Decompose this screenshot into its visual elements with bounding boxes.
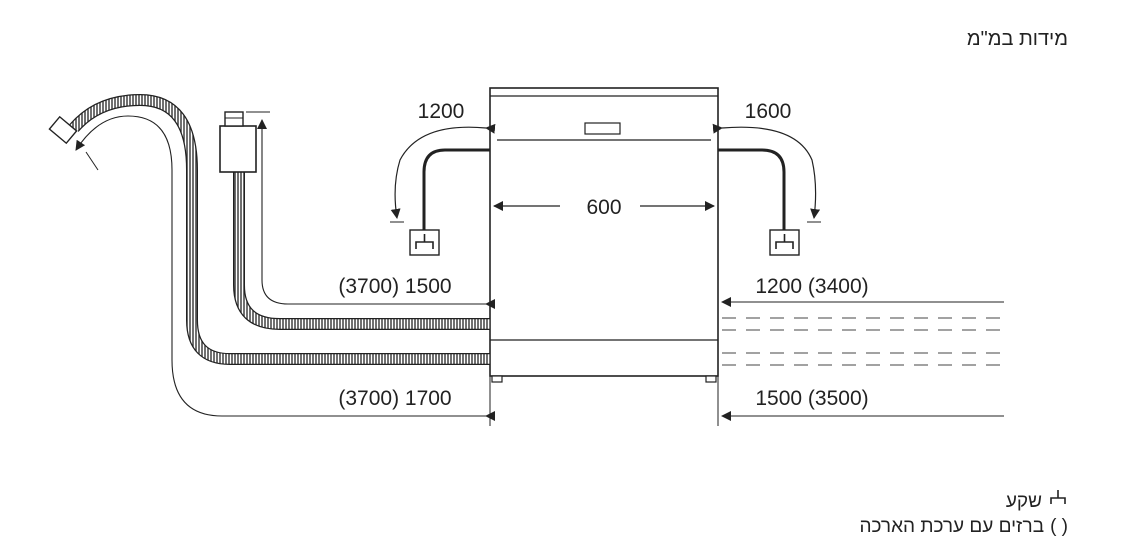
aquastop-connector — [224, 111, 244, 127]
right-foot — [705, 375, 717, 383]
legend-socket-row: שקע — [859, 488, 1068, 515]
left-upper-hose-label: (3700) 1500 — [338, 275, 451, 298]
dishwasher-body — [489, 87, 719, 377]
left-socket-icon — [409, 229, 440, 256]
right-connection-pipe — [718, 148, 786, 230]
legend-socket-label: שקע — [1005, 490, 1042, 512]
right-hose-continuation — [722, 317, 1004, 366]
dishwasher — [489, 87, 719, 383]
right-reach-arrow — [712, 123, 821, 219]
unit-title: מידות במ"מ — [966, 28, 1068, 50]
right-socket-icon — [769, 229, 800, 256]
legend-paren-row: ( ) ברזים עם ערכת הארכה — [859, 515, 1068, 539]
hose-end-nozzle — [48, 115, 78, 145]
right-upper-hose-label: 1200 (3400) — [755, 275, 868, 298]
left-inlet-label: 1200 — [418, 100, 465, 123]
legend-paren-symbol: ( ) — [1050, 516, 1068, 537]
left-reach-arrow — [390, 123, 496, 219]
width-label: 600 — [586, 196, 621, 219]
legend: שקע ( ) ברזים עם ערכת הארכה — [859, 488, 1068, 539]
left-connection-pipe — [422, 148, 490, 230]
aquastop-box — [219, 125, 257, 173]
socket-icon — [1048, 488, 1068, 515]
left-foot — [491, 375, 503, 383]
inner-hose — [234, 172, 490, 329]
legend-paren-label: ברזים עם ערכת הארכה — [859, 516, 1045, 537]
control-panel — [584, 122, 621, 135]
right-lower-hose-label: 1500 (3500) — [755, 387, 868, 410]
left-lower-hose-label: (3700) 1700 — [338, 387, 451, 410]
left-lower-reach-line — [75, 115, 495, 421]
right-drain-label: 1600 — [745, 100, 792, 123]
